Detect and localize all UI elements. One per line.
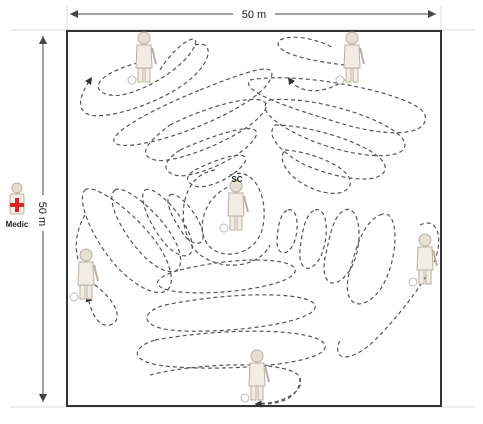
walker-top-right <box>335 31 365 85</box>
path-left-middle <box>81 188 204 293</box>
walker-bottom <box>240 349 270 403</box>
person-icon <box>335 31 365 85</box>
arrow-down-icon <box>39 394 47 402</box>
person-icon <box>69 248 99 302</box>
arrow-up-icon <box>39 36 47 44</box>
walker-center <box>219 179 249 233</box>
medic-label: Medic <box>6 220 29 229</box>
walker-top-left <box>127 31 157 85</box>
width-label: 50 m <box>242 9 266 21</box>
center-person-label: SC <box>231 175 242 184</box>
arrow-left-icon <box>70 10 78 18</box>
path-right-upper <box>247 77 426 194</box>
field-border <box>66 30 442 407</box>
path-bottom-arrow <box>254 377 301 408</box>
medic-icon <box>9 182 25 215</box>
person-icon <box>240 349 270 403</box>
path-top-left <box>80 38 209 117</box>
arrow-right-icon <box>428 10 436 18</box>
path-right-middle <box>276 208 396 305</box>
walker-right <box>408 233 438 287</box>
path-right-side <box>337 222 440 358</box>
path-bottom <box>136 259 326 404</box>
person-icon <box>127 31 157 85</box>
medic: Medic <box>6 182 29 229</box>
search-paths <box>75 36 440 408</box>
walker-left <box>69 248 99 302</box>
height-dimension: 50 m <box>36 36 50 402</box>
height-label: 50 m <box>36 202 48 226</box>
path-center-spiral <box>182 169 271 266</box>
path-upper-middle <box>113 68 273 188</box>
path-left-side <box>75 214 118 326</box>
person-icon <box>408 233 438 287</box>
width-dimension: 50 m <box>70 6 436 21</box>
person-icon <box>219 179 249 233</box>
